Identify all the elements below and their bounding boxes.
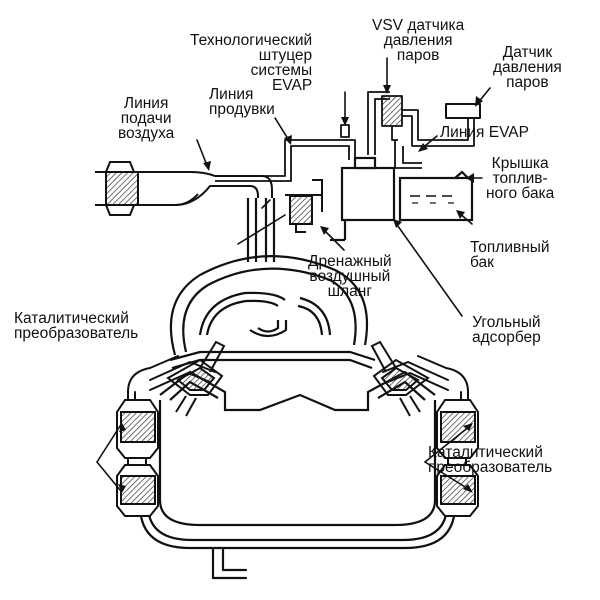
label-pressure-sensor-line3: паров (506, 74, 549, 91)
label-tech-fitting-line1: Технологический (190, 32, 313, 49)
label-vsv-line3: паров (396, 47, 440, 64)
label-tech-fitting-line3: системы (250, 62, 313, 79)
label-vsv: VSV датчика давления паров (372, 17, 465, 64)
left-cylinder-head (166, 340, 226, 417)
label-tank-cap-line2: топлив- (492, 170, 548, 187)
intake-plenum (169, 198, 376, 370)
label-tank-cap-line3: ного бака (486, 185, 555, 202)
label-air-line-line2: подачи (120, 110, 172, 127)
label-purge-line-line1: Линия (209, 86, 254, 103)
label-evap-line: Линия EVAP (440, 124, 529, 141)
label-pressure-sensor-line2: давления (493, 59, 562, 76)
arrow-heads (118, 85, 483, 493)
label-charcoal-line1: Угольный (472, 314, 541, 331)
charcoal-canister (330, 156, 396, 242)
label-pressure-sensor-line1: Датчик (502, 44, 553, 61)
label-catalyst-right-line2: преобразователь (428, 459, 553, 476)
label-fuel-tank-line2: бак (470, 254, 494, 271)
label-purge-line: Линия продувки (209, 86, 275, 118)
label-catalyst-left: Каталитический преобразователь (14, 310, 139, 342)
right-cylinder-head (370, 340, 430, 417)
label-catalyst-left-line2: преобразователь (14, 325, 139, 342)
label-charcoal-line2: адсорбер (472, 329, 541, 346)
label-fuel-tank: Топливный бак (470, 239, 550, 271)
air-intake (95, 161, 273, 216)
label-fuel-tank-line1: Топливный (470, 239, 550, 256)
label-tech-fitting-line4: EVAP (271, 77, 313, 94)
label-drain-hose-line3: шланг (327, 283, 372, 300)
label-drain-hose: Дренажный воздушный шланг (308, 253, 392, 300)
label-pressure-sensor: Датчик давления паров (493, 44, 562, 91)
label-air-line: Линия подачи воздуха (118, 95, 175, 142)
label-tech-fitting-line2: штуцер (258, 47, 313, 64)
fuel-tank (398, 170, 474, 222)
label-catalyst-right-line1: Каталитический (428, 444, 543, 461)
label-charcoal: Угольный адсорбер (472, 314, 541, 346)
label-tank-cap-line1: Крышка (491, 155, 549, 172)
label-air-line-line3: воздуха (118, 125, 175, 142)
left-catalysts (116, 399, 159, 517)
label-vsv-line1: VSV датчика (372, 17, 465, 34)
label-purge-line-line2: продувки (209, 101, 275, 118)
label-drain-hose-line1: Дренажный (308, 253, 392, 270)
label-catalyst-right: Каталитический преобразователь (428, 444, 553, 476)
label-drain-hose-line2: воздушный (309, 268, 391, 285)
label-tank-cap: Крышка топлив- ного бака (486, 155, 555, 202)
throttle-body (285, 179, 323, 233)
label-tech-fitting: Технологический штуцер системы EVAP (190, 32, 313, 94)
label-air-line-line1: Линия (123, 95, 169, 112)
label-vsv-line2: давления (383, 32, 453, 49)
exhaust-pipes (127, 355, 469, 580)
label-catalyst-left-line1: Каталитический (14, 310, 129, 327)
